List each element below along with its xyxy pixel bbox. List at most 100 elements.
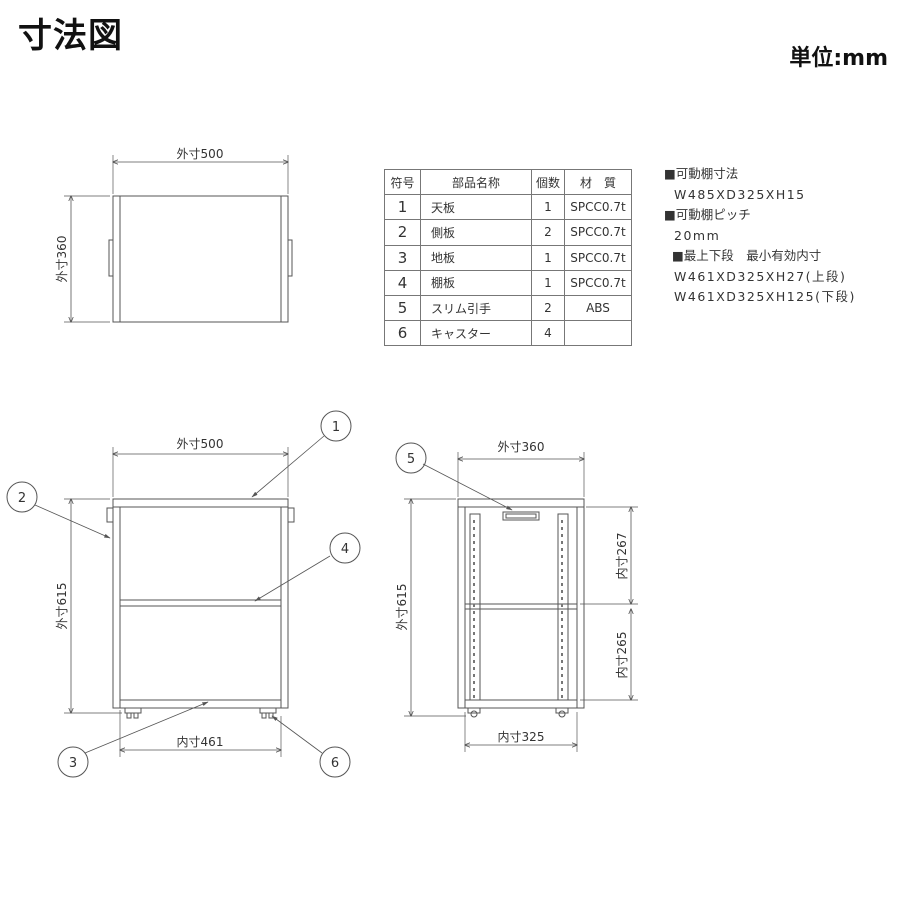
rail-peg xyxy=(561,541,563,544)
spec-shelf-size-label: ■可動棚寸法 xyxy=(664,166,739,181)
rail-peg xyxy=(561,576,563,579)
rail-peg xyxy=(473,569,475,572)
parts-table: 符号 部品名称 個数 材 質 1 天板 1 SPCC0.7t 2 側板 2 SP… xyxy=(384,168,632,347)
callout-number: 3 xyxy=(69,756,77,771)
row-name: 地板 xyxy=(420,244,532,271)
rail-peg xyxy=(473,639,475,642)
rail-peg xyxy=(473,534,475,537)
callout-number: 5 xyxy=(407,452,415,467)
header-material: 材 質 xyxy=(564,168,632,196)
callout-circle-6 xyxy=(319,746,351,778)
rail-peg xyxy=(561,660,563,663)
rail-peg xyxy=(561,590,563,593)
rail-peg xyxy=(473,625,475,628)
dim-top-width: 外寸500 xyxy=(177,147,224,161)
row-material: SPCC0.7t xyxy=(564,194,632,221)
callout-number: 6 xyxy=(331,756,339,771)
rail-peg xyxy=(561,632,563,635)
rail-peg xyxy=(473,667,475,670)
dim-top-depth: 外寸360 xyxy=(55,236,69,283)
row-name: スリム引手 xyxy=(420,294,532,322)
handle-right xyxy=(287,507,295,523)
shelf-panel xyxy=(119,599,282,607)
spec-min-inner-lower: W461XD325XH125(下段) xyxy=(674,289,856,304)
rail-peg xyxy=(561,639,563,642)
rail-peg xyxy=(473,520,475,523)
rail-peg xyxy=(561,604,563,607)
row-name: 棚板 xyxy=(420,269,532,296)
table-row: 1 天板 1 SPCC0.7t xyxy=(384,194,632,221)
rail-peg xyxy=(561,583,563,586)
table-row: 6 キャスター 4 xyxy=(384,320,632,347)
dim-side-inner-depth: 内寸325 xyxy=(498,730,545,744)
spec-pitch-value: 20mm xyxy=(674,227,721,243)
rail-peg xyxy=(561,534,563,537)
side-view xyxy=(404,452,638,752)
dim-side-inner-lower: 内寸265 xyxy=(615,632,629,679)
rail-peg xyxy=(473,562,475,565)
row-name: 側板 xyxy=(420,219,532,246)
dim-front-height: 外寸615 xyxy=(55,583,69,630)
row-qty: 1 xyxy=(531,269,565,296)
slim-handle xyxy=(502,511,540,521)
rail-peg xyxy=(473,555,475,558)
dim-side-depth: 外寸360 xyxy=(498,440,545,454)
spec-pitch-label: ■可動棚ピッチ xyxy=(664,207,751,222)
spec-shelf-size-value: W485XD325XH15 xyxy=(674,186,806,202)
rail-peg xyxy=(473,576,475,579)
page-title: 寸法図 xyxy=(18,16,123,56)
row-material: SPCC0.7t xyxy=(564,219,632,246)
rail-peg xyxy=(561,618,563,621)
row-material xyxy=(564,320,632,347)
row-no: 6 xyxy=(384,320,421,347)
row-material: SPCC0.7t xyxy=(564,269,632,296)
rail-peg xyxy=(561,646,563,649)
callout-circle-5 xyxy=(395,442,427,474)
top-view xyxy=(64,155,293,323)
row-name: キャスター xyxy=(420,320,532,347)
row-qty: 2 xyxy=(531,219,565,246)
top-view-handle-right xyxy=(287,239,293,277)
rail-peg xyxy=(473,604,475,607)
rail-peg xyxy=(561,597,563,600)
rail-peg xyxy=(473,660,475,663)
dim-side-inner-upper: 内寸267 xyxy=(615,533,629,580)
callout-circle-3 xyxy=(57,746,89,778)
row-name: 天板 xyxy=(420,194,532,221)
unit-label: 単位:mm xyxy=(789,46,888,71)
table-row: 2 側板 2 SPCC0.7t xyxy=(384,219,632,246)
rail-peg xyxy=(473,527,475,530)
table-header-row: 符号 部品名称 個数 材 質 xyxy=(384,168,632,196)
caster xyxy=(259,707,277,714)
rail-peg xyxy=(561,555,563,558)
rail-peg xyxy=(473,590,475,593)
rail-peg xyxy=(473,653,475,656)
front-view xyxy=(64,447,295,757)
dim-front-inner-width: 内寸461 xyxy=(177,735,224,749)
callout-number: 1 xyxy=(332,420,340,435)
rail-peg xyxy=(561,520,563,523)
front-view-outline xyxy=(112,498,289,709)
rail-peg xyxy=(473,695,475,698)
callout-circle-2 xyxy=(6,481,38,513)
rail-peg xyxy=(473,597,475,600)
callout-circles xyxy=(6,410,427,778)
top-view-outline xyxy=(112,195,289,323)
rail-peg xyxy=(561,569,563,572)
side-shelf xyxy=(464,603,578,610)
side-view-outline xyxy=(457,498,585,709)
rail-peg xyxy=(561,548,563,551)
header-no: 符号 xyxy=(384,168,421,196)
rail-peg xyxy=(473,674,475,677)
rail-peg xyxy=(561,625,563,628)
rail-peg xyxy=(561,674,563,677)
rail-peg xyxy=(561,681,563,684)
spec-min-inner-upper: W461XD325XH27(上段) xyxy=(674,268,847,284)
rail-pegs xyxy=(473,520,563,698)
rail-peg xyxy=(473,611,475,614)
rail-peg xyxy=(473,583,475,586)
caster xyxy=(124,707,142,714)
rail-peg xyxy=(473,548,475,551)
spec-min-inner-label: ■最上下段 最小有効内寸 xyxy=(672,248,822,263)
header-qty: 個数 xyxy=(531,168,565,196)
